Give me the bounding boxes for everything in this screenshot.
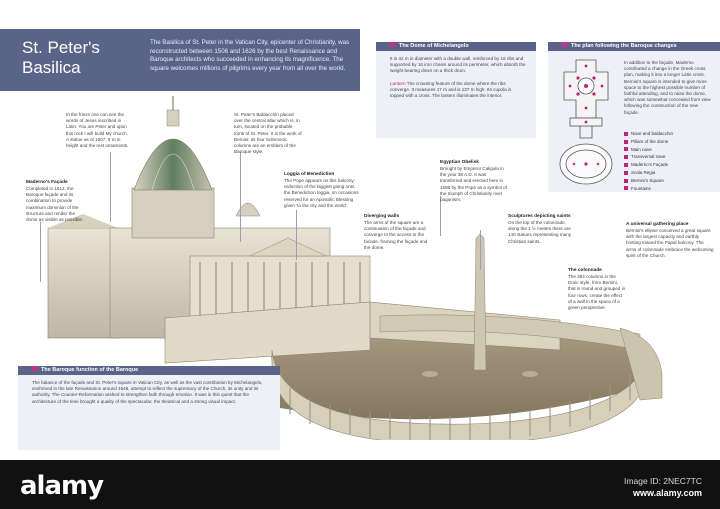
leader-line <box>296 210 297 260</box>
legend-item: Transversal nave <box>624 153 716 161</box>
leader-line <box>110 152 111 222</box>
annotation-facade: Maderno's Façade Completed in 1612, the … <box>26 180 84 223</box>
legend-item: Maderno's Façade <box>624 161 716 169</box>
annotation-arms: Diverging walls The arms of the square a… <box>364 214 428 250</box>
basilica-plan-drawing <box>559 59 613 185</box>
legend-swatch-icon <box>624 186 628 191</box>
annotation-baldacchin: St. Peter's Baldacchin placed over the c… <box>234 112 302 155</box>
lantern-caption: Lantern The crowning feature of the dome… <box>390 80 512 99</box>
legend-item: Pillars of the dome <box>624 138 716 146</box>
legend-swatch-icon <box>624 178 628 183</box>
square-marker-icon <box>390 42 395 47</box>
legend-swatch-icon <box>624 147 628 152</box>
leader-line <box>480 230 481 270</box>
legend-swatch-icon <box>624 131 628 136</box>
dome-box: The Dome of Michelangelo It is 42 m in d… <box>376 42 536 138</box>
dome-box-text: It is 42 m in diameter with a double wal… <box>390 56 526 74</box>
baroque-box-text: The balance of the façade and St. Peter'… <box>32 380 263 404</box>
square-marker-icon <box>32 366 37 371</box>
leader-line <box>40 222 41 282</box>
alamy-logo: alamy <box>20 471 104 501</box>
annotation-sculptures: Sculptures depicting saints On the top o… <box>508 214 572 244</box>
annotation-loggia: Loggia of Benediction The Pope appears o… <box>284 172 359 208</box>
image-id: Image ID: 2NEC7TC <box>624 476 702 486</box>
legend-item: Main nave <box>624 146 716 154</box>
baroque-box-title: The Baroque function of the Baroque <box>18 366 280 375</box>
annotation-gathering: A universal gathering place Bernini's el… <box>626 222 714 258</box>
legend-item: Fountains <box>624 185 716 193</box>
annotation-obelisk: Egyptian Obelisk Brought by Emperor Cali… <box>440 160 507 203</box>
title-band <box>0 29 360 91</box>
dome-box-title: The Dome of Michelangelo <box>376 42 536 51</box>
legend-swatch-icon <box>624 139 628 144</box>
annotation-colonnade: The colonnade The 284 columns in the Dor… <box>568 268 626 311</box>
legend-item: Scala Regia <box>624 169 716 177</box>
square-marker-icon <box>562 42 567 47</box>
footer-bar <box>0 460 720 509</box>
legend-swatch-icon <box>624 163 628 167</box>
leader-line <box>440 196 441 236</box>
legend-item: Nave and baldacchin <box>624 130 716 138</box>
legend-swatch-icon <box>624 155 628 160</box>
legend-swatch-icon <box>624 170 628 175</box>
basilica-illustration <box>47 96 663 440</box>
legend-item: Bernini's Square <box>624 177 716 185</box>
page-title: St. Peter's Basilica <box>22 38 100 77</box>
site-url: www.alamy.com <box>632 488 702 498</box>
plan-box-text: In addition to the façade, Maderno contr… <box>624 60 711 115</box>
leader-line <box>240 152 241 242</box>
annotation-inscription: In the frieze one can see the words of J… <box>66 112 129 149</box>
intro-text: The Basilica of St. Peter in the Vatican… <box>150 39 350 72</box>
plan-box-title: The plan following the Baroque changes <box>548 42 720 51</box>
plan-legend: Nave and baldacchin Pillars of the dome … <box>624 130 716 192</box>
baroque-box: The Baroque function of the Baroque The … <box>18 366 280 450</box>
